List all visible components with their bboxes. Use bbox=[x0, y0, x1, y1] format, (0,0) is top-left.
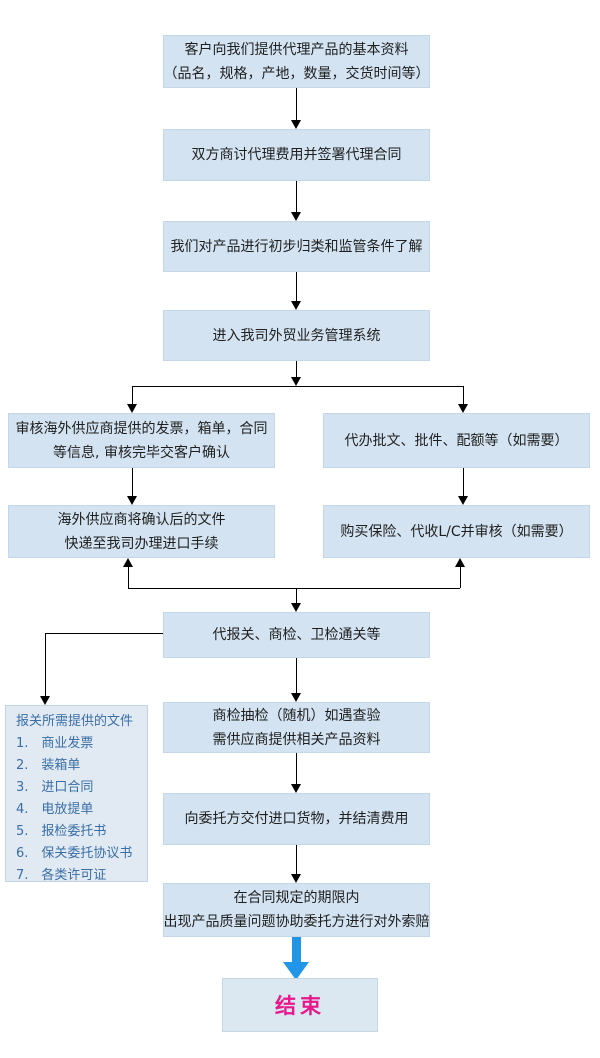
connector-line bbox=[296, 88, 297, 120]
arrow-down-head bbox=[458, 496, 468, 505]
flow-step-text: （品名，规格，产地，数量，交货时间等） bbox=[163, 65, 430, 82]
flow-step-customs-clearance: 代报关、商检、卫检通关等 bbox=[163, 612, 430, 658]
flow-step-trade-system: 进入我司外贸业务管理系统 bbox=[163, 310, 430, 361]
flow-step-text: 我们对产品进行初步归类和监管条件了解 bbox=[170, 238, 423, 255]
flow-step-text: 出现产品质量问题协助委托方进行对外索赔 bbox=[163, 914, 430, 930]
flow-step-text: 购买保险、代收L/C并审核（如需要） bbox=[340, 523, 573, 540]
flow-end-node: 结束 bbox=[222, 978, 378, 1032]
connector-line bbox=[296, 181, 297, 212]
connector-line bbox=[296, 845, 297, 874]
flow-step-text: 代办批文、批件、配额等（如需要） bbox=[344, 432, 569, 449]
connector-line bbox=[128, 567, 129, 588]
flow-step-basic-info: 客户向我们提供代理产品的基本资料 （品名，规格，产地，数量，交货时间等） bbox=[163, 35, 430, 88]
checklist-item: 6. 保关委托协议书 bbox=[16, 846, 133, 861]
flow-step-random-inspection: 商检抽检（随机）如遇查验 需供应商提供相关产品资料 bbox=[163, 702, 430, 753]
connector-line bbox=[132, 468, 133, 496]
flow-step-text: 代报关、商检、卫检通关等 bbox=[212, 627, 381, 643]
checklist-item: 1. 商业发票 bbox=[16, 736, 94, 751]
connector-line bbox=[45, 633, 46, 696]
connector-line bbox=[128, 588, 460, 589]
customs-documents-checklist: 报关所需提供的文件 1. 商业发票 2. 装箱单 3. 进口合同 4. 电放提单… bbox=[5, 705, 148, 883]
arrow-down-head bbox=[458, 404, 468, 413]
flow-step-text: 客户向我们提供代理产品的基本资料 bbox=[184, 41, 409, 58]
arrow-up-head bbox=[455, 558, 465, 567]
end-arrow-icon bbox=[292, 937, 301, 963]
checklist-item: 3. 进口合同 bbox=[16, 780, 94, 795]
flow-step-text: 等信息, 审核完毕交客户确认 bbox=[53, 444, 230, 461]
checklist-title: 报关所需提供的文件 bbox=[16, 714, 134, 729]
flow-step-text: 审核海外供应商提供的发票，箱单，合同 bbox=[15, 420, 268, 437]
arrow-down-head bbox=[291, 874, 301, 883]
flow-step-classification: 我们对产品进行初步归类和监管条件了解 bbox=[163, 221, 430, 272]
connector-line bbox=[296, 272, 297, 301]
arrow-down-head bbox=[291, 120, 301, 129]
connector-line bbox=[463, 386, 464, 404]
flow-step-permits-quota: 代办批文、批件、配额等（如需要） bbox=[323, 413, 590, 468]
arrow-down-head bbox=[291, 693, 301, 702]
end-label: 结束 bbox=[275, 994, 325, 1018]
connector-line bbox=[463, 468, 464, 496]
connector-line bbox=[296, 588, 297, 603]
connector-line bbox=[132, 386, 133, 404]
flow-step-text: 海外供应商将确认后的文件 bbox=[57, 511, 226, 528]
arrow-down-head bbox=[291, 784, 301, 793]
flow-step-text: 在合同规定的期限内 bbox=[233, 890, 360, 906]
arrow-down-head bbox=[127, 496, 137, 505]
flow-step-text: 快递至我司办理进口手续 bbox=[64, 535, 219, 552]
connector-line bbox=[296, 753, 297, 784]
arrow-down-head bbox=[127, 404, 137, 413]
arrow-up-head bbox=[123, 558, 133, 567]
arrow-down-head bbox=[291, 377, 301, 386]
flow-step-text: 双方商讨代理费用并签署代理合同 bbox=[191, 147, 402, 163]
arrow-down-head bbox=[291, 603, 301, 612]
connector-line bbox=[460, 567, 461, 588]
flow-step-review-documents: 审核海外供应商提供的发票，箱单，合同 等信息, 审核完毕交客户确认 bbox=[8, 413, 275, 468]
flow-step-text: 商检抽检（随机）如遇查验 bbox=[212, 707, 381, 724]
flow-step-text: 需供应商提供相关产品资料 bbox=[212, 731, 381, 748]
flow-step-text: 进入我司外贸业务管理系统 bbox=[212, 327, 381, 344]
flow-step-courier-documents: 海外供应商将确认后的文件 快递至我司办理进口手续 bbox=[8, 505, 275, 558]
flow-step-text: 向委托方交付进口货物，并结清费用 bbox=[184, 811, 409, 827]
arrow-down-head bbox=[291, 301, 301, 310]
flow-step-agency-contract: 双方商讨代理费用并签署代理合同 bbox=[163, 129, 430, 181]
connector-line bbox=[296, 361, 297, 378]
flow-step-insurance-lc: 购买保险、代收L/C并审核（如需要） bbox=[323, 505, 590, 558]
checklist-item: 2. 装箱单 bbox=[16, 758, 81, 773]
checklist-item: 7. 各类许可证 bbox=[16, 868, 107, 883]
connector-line bbox=[132, 386, 463, 387]
checklist-item: 5. 报检委托书 bbox=[16, 824, 107, 839]
end-arrow-head-icon bbox=[283, 962, 309, 980]
flow-step-delivery-settlement: 向委托方交付进口货物，并结清费用 bbox=[163, 793, 430, 845]
flow-step-quality-claims: 在合同规定的期限内 出现产品质量问题协助委托方进行对外索赔 bbox=[163, 883, 430, 937]
arrow-down-head bbox=[40, 696, 50, 705]
connector-line bbox=[45, 633, 163, 634]
checklist-item: 4. 电放提单 bbox=[16, 802, 94, 817]
arrow-down-head bbox=[291, 212, 301, 221]
connector-line bbox=[296, 658, 297, 693]
